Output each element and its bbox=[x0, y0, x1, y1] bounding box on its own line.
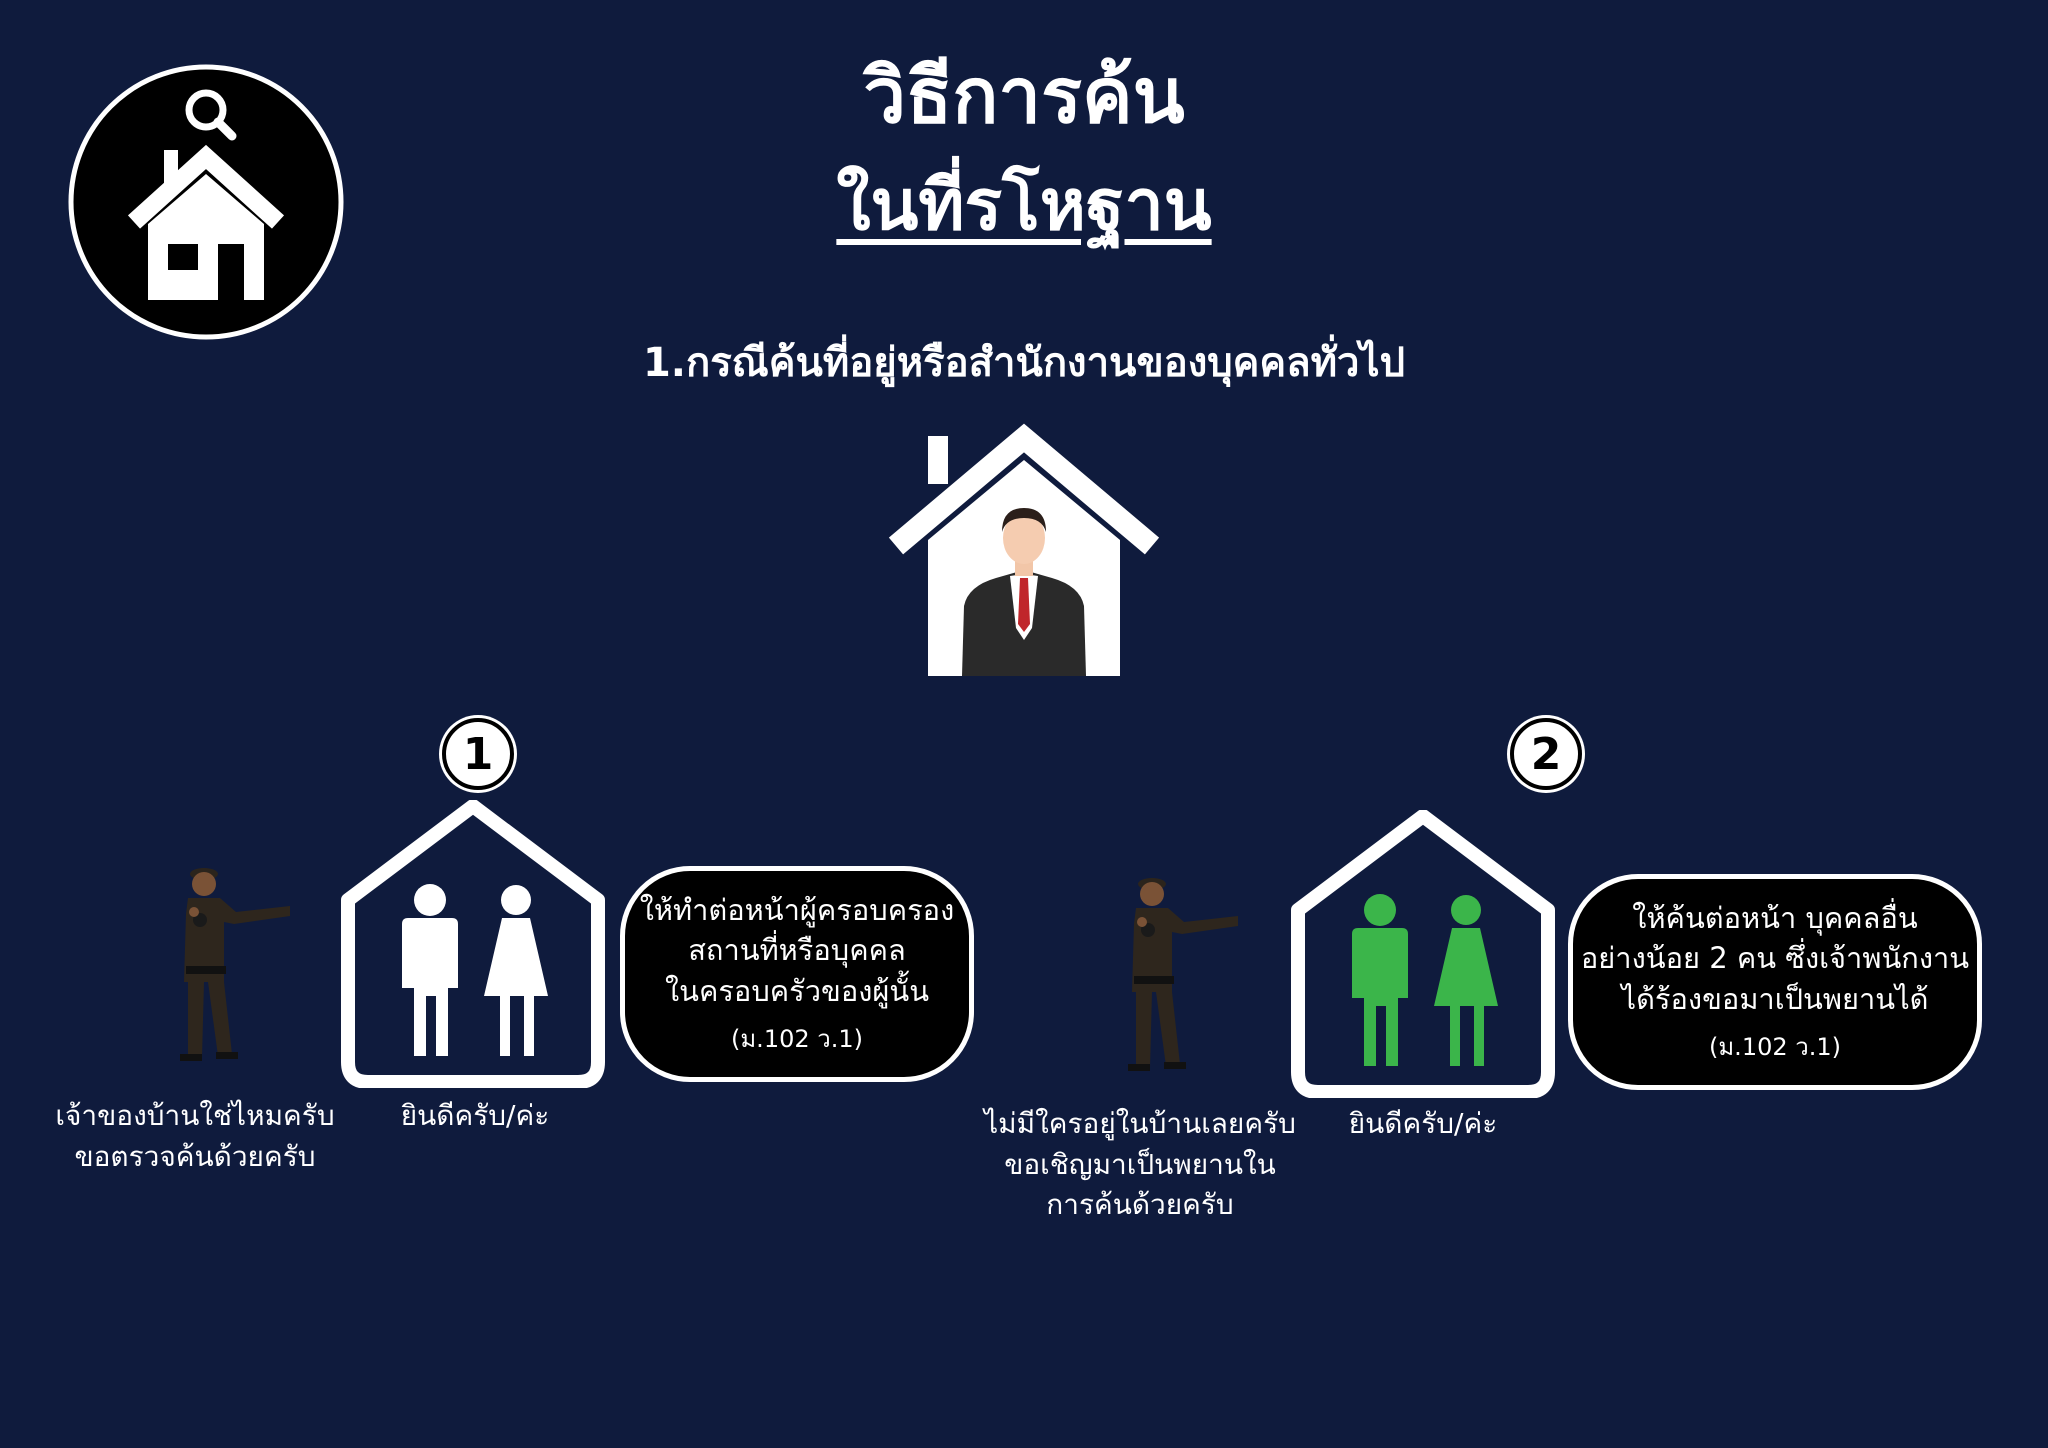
page-title-underlined: ในที่รโหฐาน bbox=[0, 170, 2048, 240]
resident-reply-case2: ยินดีครับ/ค่ะ bbox=[1348, 1107, 1498, 1140]
officer-speech-case1: เจ้าของบ้านใช่ไหมครับ ขอตรวจค้นด้วยครับ bbox=[55, 1099, 335, 1173]
police-officer-icon bbox=[1106, 872, 1246, 1072]
rule-text-case2: ให้ค้นต่อหน้า บุคคลอื่น อย่างน้อย 2 คน ซ… bbox=[1580, 901, 1970, 1016]
case-number-badge-2: 2 bbox=[1510, 718, 1582, 790]
title-underlined-text: ในที่รโหฐาน bbox=[836, 164, 1212, 246]
page-title: วิธีการค้น bbox=[863, 51, 1185, 140]
house-residents-icon-case1 bbox=[338, 799, 608, 1089]
house-with-man-icon bbox=[884, 418, 1164, 680]
rule-bubble-case1: ให้ทำต่อหน้าผู้ครอบครอง สถานที่หรือบุคคล… bbox=[620, 866, 974, 1082]
case-number-badge-1: 1 bbox=[442, 718, 514, 790]
rule-ref-case1: (ม.102 ว.1) bbox=[731, 1024, 863, 1053]
section-subtitle: 1.กรณีค้นที่อยู่หรือสำนักงานของบุคคลทั่ว… bbox=[642, 340, 1406, 386]
house-residents-icon-case2 bbox=[1288, 809, 1558, 1099]
rule-ref-case2: (ม.102 ว.1) bbox=[1709, 1032, 1841, 1061]
rule-text-case1: ให้ทำต่อหน้าผู้ครอบครอง สถานที่หรือบุคคล… bbox=[639, 893, 955, 1008]
officer-speech-case2: ไม่มีใครอยู่ในบ้านเลยครับ ขอเชิญมาเป็นพย… bbox=[984, 1107, 1296, 1222]
rule-bubble-case2: ให้ค้นต่อหน้า บุคคลอื่น อย่างน้อย 2 คน ซ… bbox=[1568, 874, 1982, 1090]
police-officer-icon bbox=[158, 862, 298, 1062]
resident-reply-case1: ยินดีครับ/ค่ะ bbox=[400, 1099, 550, 1132]
logo-house-search-icon bbox=[66, 62, 346, 342]
